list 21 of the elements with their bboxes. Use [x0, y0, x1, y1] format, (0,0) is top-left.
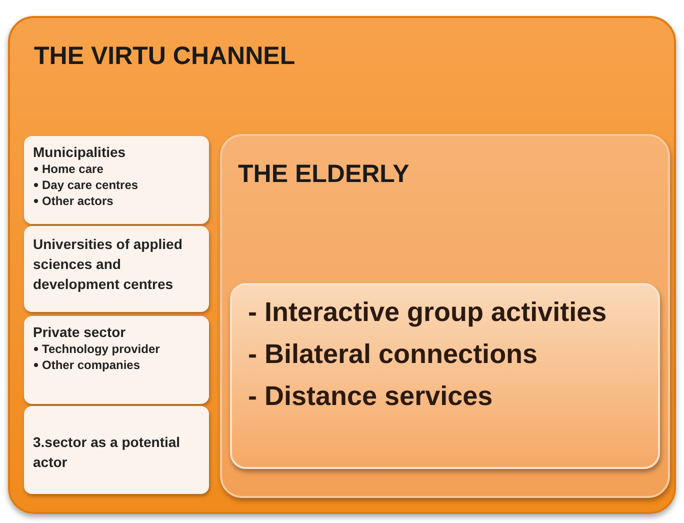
- bullet-item: Technology provider: [33, 342, 200, 356]
- actor-card: [24, 136, 209, 224]
- card-heading: Private sector: [33, 324, 127, 340]
- actor-card: [24, 316, 209, 404]
- services-card: [230, 283, 660, 469]
- bullet-item: Other companies: [33, 358, 200, 372]
- bullet-item: Day care centres: [33, 178, 200, 192]
- panel-title: THE ELDERLY: [238, 160, 410, 189]
- channel-panel: [8, 16, 676, 514]
- service-item: - Interactive group activities: [248, 297, 608, 328]
- actor-card: [24, 406, 209, 494]
- card-heading: Universities of applied sciences and development centres: [33, 235, 184, 294]
- bullet-item: Other actors: [33, 194, 200, 208]
- target-group-panel: [220, 134, 670, 498]
- actor-card: [24, 226, 209, 312]
- service-item: - Distance services: [248, 381, 494, 412]
- card-heading: 3.sector as a potential actor: [33, 433, 182, 472]
- panel-title: THE VIRTU CHANNEL: [34, 42, 296, 71]
- bullet-item: Home care: [33, 162, 200, 176]
- service-item: - Bilateral connections: [248, 339, 539, 370]
- card-heading: Municipalities: [33, 144, 127, 160]
